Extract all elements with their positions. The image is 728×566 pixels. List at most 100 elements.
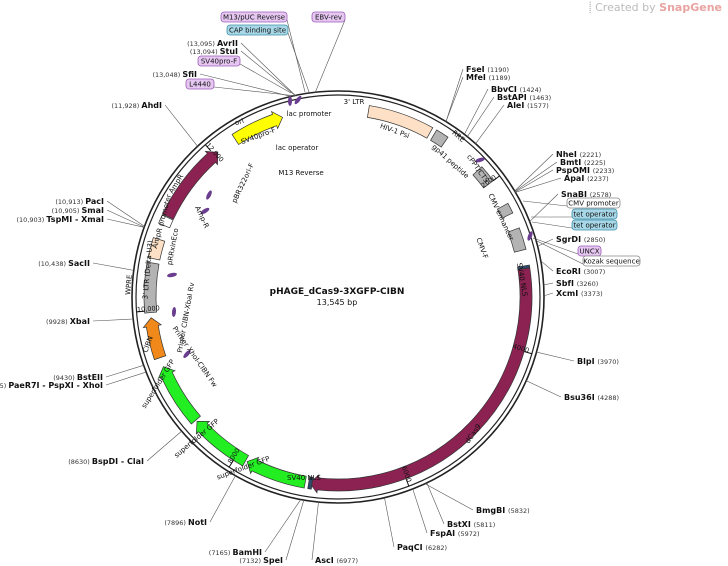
restriction-site-label[interactable]: ApaI (2237) xyxy=(564,174,609,183)
feature-superfolder-gfp-10[interactable] xyxy=(157,366,201,425)
feature-label: SV40 NLS xyxy=(287,474,322,482)
feature-superfolder-gfp-8[interactable] xyxy=(246,456,307,489)
site-line-13 xyxy=(543,292,554,297)
restriction-site-label[interactable]: BbvCI (1424) xyxy=(491,85,541,94)
restriction-site-label[interactable]: SgrDI (2850) xyxy=(556,235,605,244)
feature-wpre-12[interactable] xyxy=(143,261,160,314)
restriction-site-name: PaqCI xyxy=(397,543,425,552)
restriction-site-label[interactable]: BmtI (2225) xyxy=(560,158,606,167)
boxed-feature-tag-4[interactable] xyxy=(185,78,215,90)
feature-cmv-enhancer-4[interactable] xyxy=(507,227,527,253)
feature-ori-16[interactable] xyxy=(231,110,284,146)
restriction-site-label[interactable]: (10,913) PacI xyxy=(55,197,104,206)
restriction-site-label[interactable]: (8630) BspDI - ClaI xyxy=(68,457,144,466)
restriction-site-label[interactable]: AleI (1577) xyxy=(507,101,549,110)
feature-sv40-nls-7[interactable] xyxy=(307,476,314,490)
boxed-feature-tag-0[interactable] xyxy=(220,11,288,23)
site-line-14 xyxy=(536,351,575,362)
restriction-site-name: BstAPI xyxy=(497,93,530,102)
restriction-site-label[interactable]: (7165) BamHI xyxy=(209,548,262,557)
restriction-site-position: (2237) xyxy=(587,175,609,183)
watermark-prefix: Created by xyxy=(595,1,656,14)
feature-label: pRRxinEco xyxy=(166,228,180,266)
restriction-site-label[interactable]: XcmI (3373) xyxy=(556,289,603,298)
boxed-feature-text: Kozak sequence xyxy=(583,258,640,266)
restriction-site-name: SfiI xyxy=(182,70,197,79)
restriction-site-position: (1190) xyxy=(487,66,509,74)
boxed-feature-tag-5[interactable] xyxy=(566,197,621,209)
restriction-site-label[interactable]: FspAI (5972) xyxy=(430,529,480,538)
feature-ampr-promoter-14[interactable] xyxy=(158,214,174,229)
boxed-feature-tag-1[interactable] xyxy=(311,11,346,23)
feature-ampr-15[interactable] xyxy=(162,150,219,220)
site-line-25 xyxy=(105,371,147,386)
feature-label: gp41 peptide xyxy=(430,143,470,180)
restriction-site-label[interactable]: (7896) NotI xyxy=(164,518,207,527)
site-line-6 xyxy=(514,161,558,192)
site-line-11 xyxy=(540,260,554,272)
watermark-glyph: ⸽ xyxy=(588,1,596,14)
restriction-site-label[interactable]: SbfI (3260) xyxy=(556,279,598,288)
feature-label: M13 Reverse xyxy=(278,169,323,177)
restriction-site-name: StuI xyxy=(220,47,238,56)
restriction-site-label[interactable]: BlpI (3970) xyxy=(577,357,619,366)
restriction-site-label[interactable]: Bsu36I (4288) xyxy=(564,393,619,402)
restriction-site-label[interactable]: PspOMI (2233) xyxy=(556,166,614,175)
site-line-5 xyxy=(514,153,554,192)
restriction-site-label[interactable]: FseI (1190) xyxy=(466,65,509,74)
feature-label: lac promoter xyxy=(287,110,332,118)
feature-label: lac operator xyxy=(276,144,319,152)
feature-3-ltr-0[interactable] xyxy=(367,105,434,139)
restriction-site-label[interactable]: NheI (2221) xyxy=(556,150,601,159)
boxed-feature-tag-3[interactable] xyxy=(197,55,241,67)
feature-3-ltr-delta-u3--13[interactable] xyxy=(147,237,166,261)
restriction-site-label[interactable]: (9355) PaeR7I - PspXI - XhoI xyxy=(0,381,103,390)
restriction-site-label[interactable]: BmgBI (5832) xyxy=(476,506,530,515)
boxed-feature-tag-7[interactable] xyxy=(571,219,618,231)
restriction-site-position: (10,905) xyxy=(52,207,82,215)
restriction-site-label[interactable]: AscI (6977) xyxy=(315,556,358,565)
feature-cibn-11[interactable] xyxy=(142,317,167,361)
restriction-site-name: SpeI xyxy=(263,556,283,565)
restriction-site-label[interactable]: (10,438) SacII xyxy=(38,259,90,268)
plasmid-name: pHAGE_dCas9-3XGFP-CIBN xyxy=(270,287,405,297)
restriction-site-name: SbfI xyxy=(556,279,577,288)
restriction-site-name: Bsu36I xyxy=(564,393,597,402)
restriction-site-label[interactable]: (7132) SpeI xyxy=(239,556,283,565)
restriction-site-label[interactable]: BstAPI (1463) xyxy=(497,93,551,102)
box-leader-5 xyxy=(522,200,568,207)
boxed-feature-tag-2[interactable] xyxy=(226,24,289,36)
tick-8000 xyxy=(228,460,234,468)
restriction-site-label[interactable]: BstXI (5811) xyxy=(447,520,495,529)
restriction-site-label[interactable]: (11,928) AhdI xyxy=(112,101,163,110)
restriction-site-position: (9355) xyxy=(0,382,8,390)
restriction-site-label[interactable]: (9430) BstEII xyxy=(53,373,103,382)
feature-superfolder-gfp-9[interactable] xyxy=(195,421,250,467)
restriction-site-label[interactable]: (10,905) SmaI xyxy=(52,206,104,215)
restriction-site-label[interactable]: EcoRI (3007) xyxy=(556,267,605,276)
feature-hiv-1-psi-1[interactable] xyxy=(430,129,449,148)
primer-mark-1 xyxy=(294,95,302,105)
restriction-site-position: (7165) xyxy=(209,549,233,557)
restriction-site-label[interactable]: PaqCI (6282) xyxy=(397,543,447,552)
restriction-site-label[interactable]: MfeI (1189) xyxy=(466,73,510,82)
restriction-site-label[interactable]: (13,095) AvrII xyxy=(187,39,238,48)
restriction-site-label[interactable]: SnaBI (2578) xyxy=(561,190,611,199)
boxed-feature-tag-6[interactable] xyxy=(571,208,618,220)
feature-cppt-cts-3[interactable] xyxy=(496,202,514,219)
restriction-site-name: BmtI xyxy=(560,158,584,167)
boxed-feature-tag-9[interactable] xyxy=(582,255,641,267)
restriction-site-name: EcoRI xyxy=(556,267,584,276)
restriction-site-position: (6282) xyxy=(425,544,447,552)
restriction-site-label[interactable]: (9928) XbaI xyxy=(46,317,90,326)
restriction-site-label[interactable]: (13,048) SfiI xyxy=(152,70,197,79)
restriction-site-position: (1463) xyxy=(530,94,552,102)
restriction-site-position: (10,913) xyxy=(55,198,85,206)
feature-rre-2[interactable] xyxy=(472,166,494,189)
restriction-site-name: PacI xyxy=(85,197,104,206)
feature-sv40-nls-6[interactable] xyxy=(517,264,531,270)
restriction-site-position: (3373) xyxy=(581,290,603,298)
restriction-site-label[interactable]: (10,903) TspMI - XmaI xyxy=(17,215,105,224)
restriction-site-position: (2578) xyxy=(590,191,612,199)
restriction-site-label[interactable]: (13,094) StuI xyxy=(190,47,238,56)
